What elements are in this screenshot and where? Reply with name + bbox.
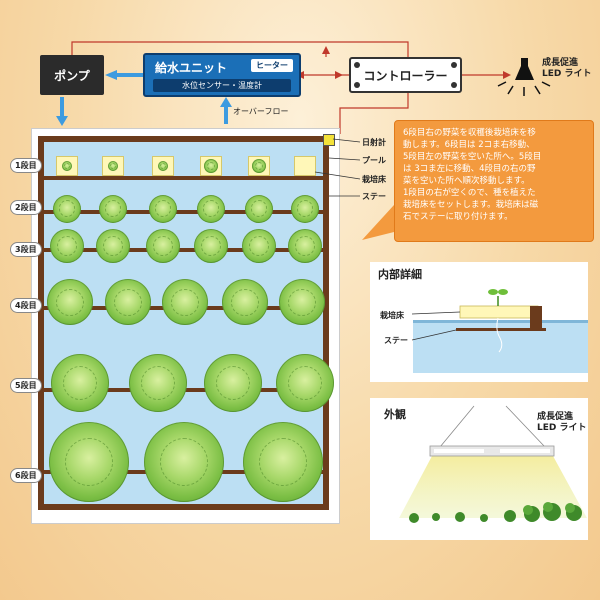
lettuce-icon [194, 228, 228, 263]
water-unit-label: 給水ユニット [155, 61, 228, 75]
heater-label: ヒーター [251, 59, 293, 72]
lettuce-icon [204, 159, 218, 173]
led-label-top: 成長促進 LED ライト [542, 58, 592, 80]
lettuce-icon [222, 279, 268, 326]
lettuce-icon [162, 279, 208, 326]
pump-box: ポンプ [40, 55, 104, 95]
lettuce-icon [108, 161, 118, 171]
instruction-callout: 6段目右の野菜を収穫後栽培床を移 動します。6段目は 2コま右移動、 5段目左の… [394, 120, 594, 242]
pump-label: ポンプ [54, 68, 90, 83]
led-lamp-icon [497, 58, 551, 96]
lettuce-icon [96, 228, 130, 263]
stay-bar [38, 248, 329, 252]
lettuce-icon [149, 194, 177, 223]
lettuce-icon [204, 354, 262, 413]
lettuce-icon [50, 228, 84, 263]
row-label: 6段目 [10, 468, 42, 483]
lettuce-icon [245, 194, 273, 223]
detail-bed-label: 栽培床 [380, 311, 404, 320]
detail-stay-label: ステー [384, 336, 408, 345]
water-supply-unit: 給水ユニット ヒーター 水位センサー・温度計 [143, 53, 301, 97]
lettuce-icon [146, 228, 180, 263]
screw-icon [451, 82, 457, 88]
lettuce-icon [158, 161, 168, 171]
bed-label: 栽培床 [362, 175, 386, 184]
lettuce-icon [276, 354, 334, 413]
callout-line: 石でステーに取り付けます。 [403, 212, 513, 222]
lettuce-icon [252, 159, 266, 173]
lettuce-icon [105, 279, 151, 326]
lettuce-icon [99, 194, 127, 223]
controller-box: コントローラー [349, 57, 462, 93]
row-label: 3段目 [10, 242, 42, 257]
lettuce-icon [51, 354, 109, 413]
lettuce-icon [62, 161, 72, 171]
stay-bar [38, 176, 329, 180]
seedling-tray [294, 156, 316, 176]
screw-icon [354, 62, 360, 68]
callout-line: は 3コま左に移動、4段目の右の野 [403, 164, 536, 174]
row-label: 4段目 [10, 298, 42, 313]
led-label-line: LED ライト [542, 69, 592, 79]
overflow-label: オーバーフロー [233, 107, 289, 116]
callout-line: 動します。6段目は 2コま右移動、 [403, 140, 535, 150]
callout-line: 5段目左の野菜を空いた所へ。5段目 [403, 152, 542, 162]
led-label-line: 成長促進 [537, 412, 574, 422]
stay-label: ステー [362, 192, 386, 201]
controller-label: コントローラー [363, 68, 448, 83]
callout-line: 菜を空いた所へ順次移動します。 [403, 176, 530, 186]
led-label-line: 成長促進 [542, 58, 579, 68]
lettuce-icon [144, 422, 224, 503]
row-label: 1段目 [10, 158, 42, 173]
exterior-led-label: 成長促進 LED ライト [537, 412, 587, 434]
callout-line: 栽培床をセットします。栽培床は磁 [403, 200, 539, 210]
row-label: 2段目 [10, 200, 42, 215]
screw-icon [354, 82, 360, 88]
exterior-title: 外観 [384, 408, 406, 421]
led-label-line: LED ライト [537, 423, 587, 433]
lettuce-icon [291, 194, 319, 223]
stay-bar [38, 210, 329, 214]
row-label: 5段目 [10, 378, 42, 393]
callout-line: 1段目の右が空くので、種を植えた [403, 188, 536, 198]
line-pump-controller [71, 41, 409, 57]
lettuce-icon [242, 228, 276, 263]
screw-icon [451, 62, 457, 68]
lettuce-icon [49, 422, 129, 503]
callout-line: 6段目右の野菜を収穫後栽培床を移 [403, 128, 536, 138]
sensor-label: 水位センサー・温度計 [153, 79, 291, 92]
detail-title: 内部詳細 [378, 268, 422, 281]
line-controller-sensor [339, 93, 409, 134]
lettuce-icon [53, 194, 81, 223]
lettuce-icon [47, 279, 93, 326]
lettuce-icon [197, 194, 225, 223]
solar-meter-icon [323, 134, 335, 146]
solar-meter-label: 日射計 [362, 138, 386, 147]
lettuce-icon [129, 354, 187, 413]
lettuce-icon [279, 279, 325, 326]
lettuce-icon [288, 228, 322, 263]
lettuce-icon [243, 422, 323, 503]
pool-label: プール [362, 156, 386, 165]
